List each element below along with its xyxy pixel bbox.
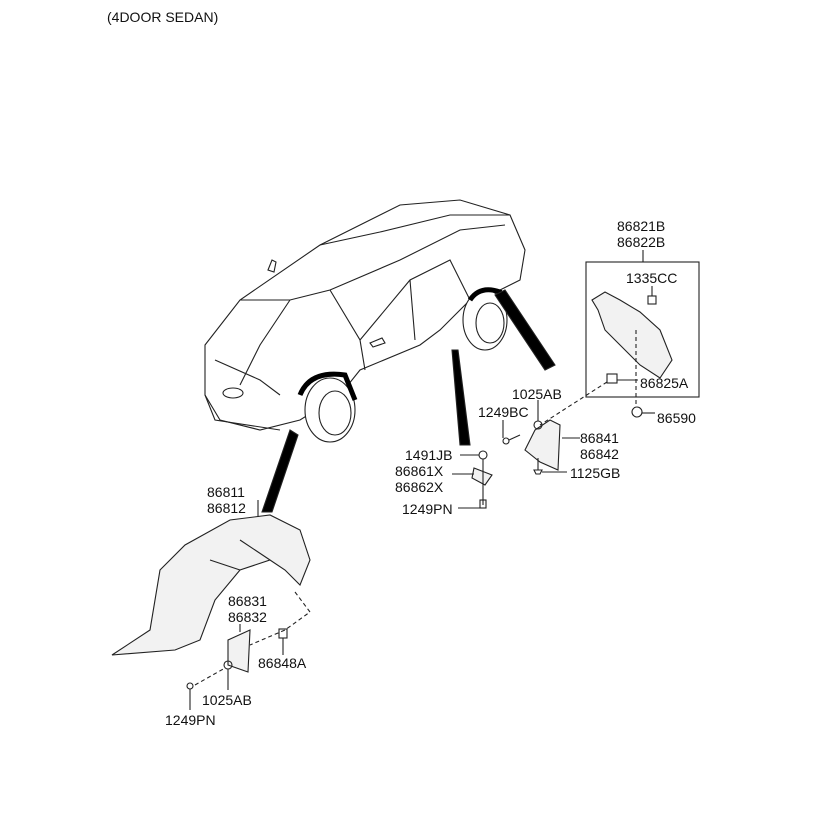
part-label: 86812 xyxy=(207,500,246,516)
part-label: 86841 xyxy=(580,430,619,446)
part-label: 86832 xyxy=(228,609,267,625)
part-label: 86825A xyxy=(640,375,689,391)
part-label: 86811 xyxy=(207,484,245,500)
rear-wheel-guard xyxy=(591,291,673,379)
pointer-side xyxy=(451,349,471,446)
front-mudflap xyxy=(227,629,251,673)
diagram-title: (4DOOR SEDAN) xyxy=(107,9,219,25)
part-label: 86822B xyxy=(617,234,666,250)
pointer-rear xyxy=(494,289,556,371)
part-label: 1491JB xyxy=(405,447,453,463)
part-label: 1025AB xyxy=(202,692,252,708)
pointer-front xyxy=(261,429,299,513)
part-label: 1125GB xyxy=(570,465,621,481)
part-label: 1335CC xyxy=(626,270,678,286)
part-label: 1249BC xyxy=(478,404,529,420)
part-label: 86861X xyxy=(395,463,444,479)
part-label: 1249PN xyxy=(165,712,216,728)
part-label: 86590 xyxy=(657,410,696,426)
part-label: 86842 xyxy=(580,446,619,462)
car-illustration xyxy=(204,199,526,443)
part-label: 1249PN xyxy=(402,501,453,517)
part-label: 1025AB xyxy=(512,386,562,402)
part-label: 86821B xyxy=(617,218,666,234)
rear-mudflap xyxy=(524,419,561,471)
front-wheel-guard xyxy=(111,514,311,656)
part-label: 86862X xyxy=(395,479,444,495)
part-label: 86848A xyxy=(258,655,307,671)
part-label: 86831 xyxy=(228,593,267,609)
